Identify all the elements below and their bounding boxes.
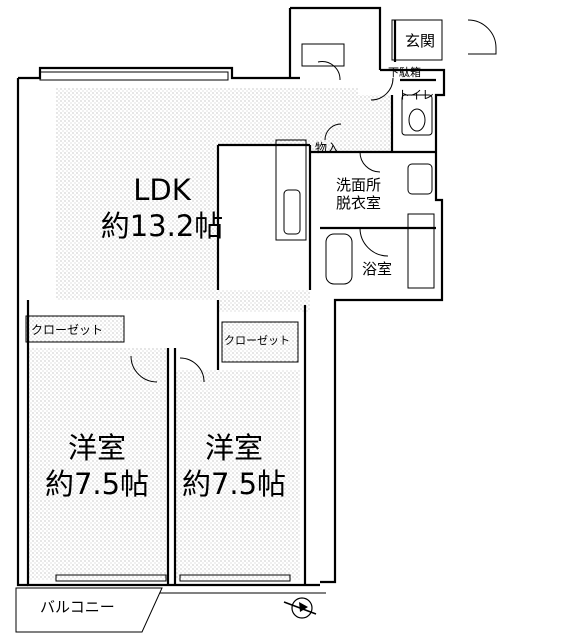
- western2-name: 洋室: [205, 431, 263, 465]
- room-labels: LDK 約13.2帖 洋室 約7.5帖 洋室 約7.5帖 玄関 下駄箱 トイレ …: [31, 32, 435, 616]
- walls: [16, 6, 446, 587]
- entrance-label: 玄関: [405, 32, 435, 50]
- north-arrow-icon: [283, 597, 317, 619]
- western2-floor: [175, 370, 300, 580]
- bathroom-label: 浴室: [362, 260, 392, 278]
- thin-lines: [15, 19, 497, 633]
- washroom-label-2: 脱衣室: [336, 194, 381, 212]
- storage-label: 物入: [315, 141, 339, 155]
- closet1-label: クローゼット: [31, 323, 103, 337]
- ldk-size: 約13.2帖: [101, 209, 224, 243]
- closet1-floor: [26, 316, 124, 342]
- toilet-label: トイレ: [398, 88, 434, 102]
- ldk-name: LDK: [133, 173, 191, 207]
- shoe-box-label: 下駄箱: [388, 65, 421, 79]
- closet2-label: クローゼット: [224, 334, 290, 347]
- storage-floor: [312, 130, 352, 152]
- closet2-floor: [222, 322, 298, 362]
- western1-floor: [28, 348, 168, 580]
- western2-size: 約7.5帖: [182, 467, 286, 501]
- washroom-label-1: 洗面所: [336, 176, 381, 194]
- western1-size: 約7.5帖: [45, 467, 149, 501]
- western1-name: 洋室: [68, 431, 126, 465]
- balcony-label: バルコニー: [40, 598, 115, 616]
